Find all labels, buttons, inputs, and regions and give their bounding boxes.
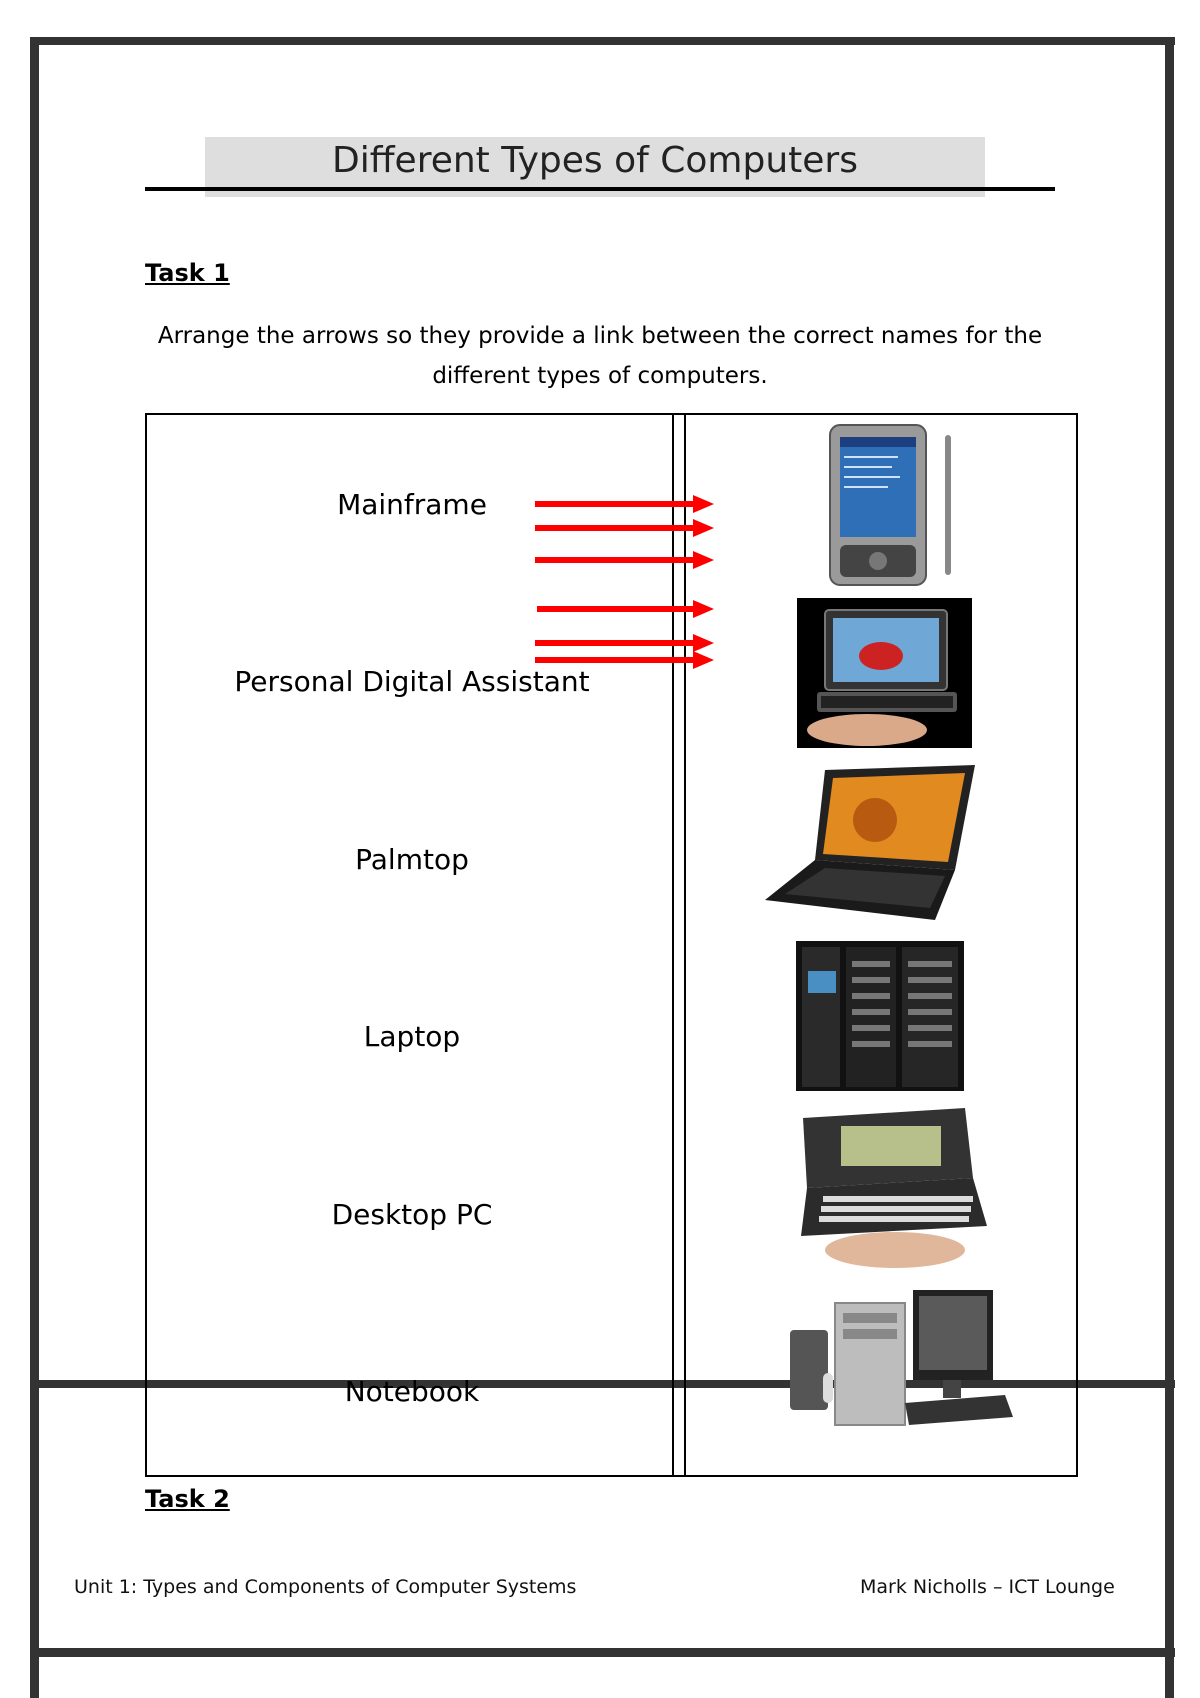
page-frame-mid-rule xyxy=(30,1380,1175,1388)
name-laptop: Laptop xyxy=(363,1020,461,1053)
arrow-group xyxy=(535,495,714,669)
name-desktop-pc: Desktop PC xyxy=(331,1198,493,1231)
page-frame-right xyxy=(1165,37,1174,1698)
name-palmtop: Palmtop xyxy=(355,843,469,876)
mainframe-icon xyxy=(796,941,964,1091)
table-divider-left xyxy=(672,413,674,1477)
name-mainframe: Mainframe xyxy=(337,488,487,521)
task1-instructions-line2: different types of computers. xyxy=(432,363,768,389)
notebook-icon xyxy=(797,598,972,748)
name-pda: Personal Digital Assistant xyxy=(234,665,590,698)
arrow-4[interactable] xyxy=(537,600,714,618)
arrow-2[interactable] xyxy=(535,519,714,537)
name-notebook: Notebook xyxy=(344,1375,480,1408)
page-frame-top xyxy=(30,37,1175,45)
desktop-pc-icon xyxy=(790,1290,1013,1426)
arrow-5[interactable] xyxy=(535,634,714,652)
arrow-1[interactable] xyxy=(535,495,714,513)
table-divider-right xyxy=(684,413,686,1477)
page-title: Different Types of Computers xyxy=(332,140,858,181)
title-underline xyxy=(145,187,1055,191)
task1-instructions-line1: Arrange the arrows so they provide a lin… xyxy=(157,323,1043,349)
laptop-icon xyxy=(765,765,975,920)
page-frame-bottom-rule xyxy=(30,1648,1175,1657)
page-frame-left xyxy=(30,37,39,1698)
task2-heading: Task 2 xyxy=(145,1485,230,1513)
footer-right: Mark Nicholls – ICT Lounge xyxy=(860,1576,1115,1598)
arrow-3[interactable] xyxy=(535,551,714,569)
task1-heading: Task 1 xyxy=(145,259,230,287)
pda-icon xyxy=(829,424,951,586)
task1-instructions: Arrange the arrows so they provide a lin… xyxy=(145,316,1055,396)
matching-table xyxy=(145,413,1078,1477)
arrow-6[interactable] xyxy=(535,651,714,669)
footer-left: Unit 1: Types and Components of Computer… xyxy=(74,1576,577,1598)
palmtop-icon xyxy=(801,1108,987,1268)
